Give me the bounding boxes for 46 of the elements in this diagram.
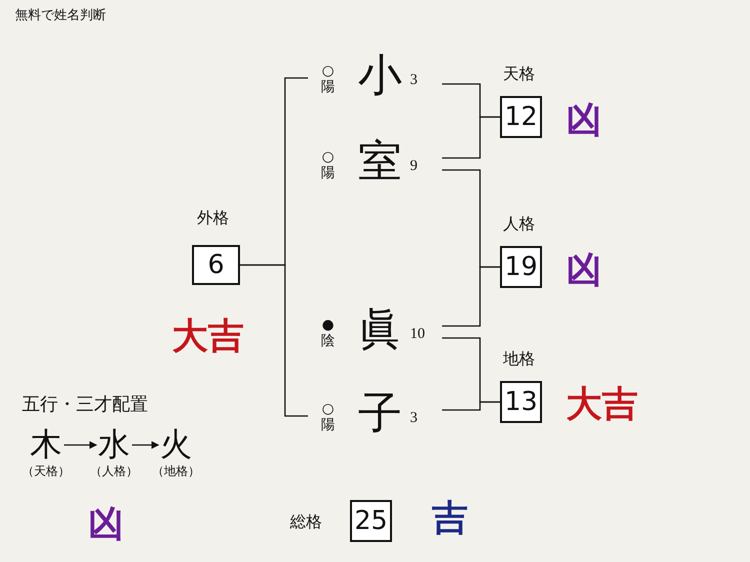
name-character: 子 [358,390,402,438]
name-character: 眞 [358,306,402,354]
yin-yang-label: 陽 [320,166,336,180]
element-caption: （地格） [151,463,201,480]
score-box: 25 [350,500,392,542]
bracket-line [442,116,500,159]
score-heading: 総格 [290,512,322,533]
element-caption: （天格） [21,463,71,480]
element-character: 水 [97,425,131,463]
fortune-text: 吉 [432,496,468,541]
stroke-count: 3 [410,410,418,427]
score-box: 12 [500,96,542,138]
score-heading: 外格 [197,208,229,229]
score-heading: 地格 [503,349,535,370]
yin-yang-label: 陽 [320,418,336,432]
score-box: 6 [192,245,240,285]
fortune-text: 大吉 [172,314,244,359]
page-title: 無料で姓名判断 [15,7,106,24]
arrow [132,441,160,449]
bracket-line [240,264,308,417]
yin-yang-mark: ○ [320,402,336,416]
yin-yang-label: 陰 [320,334,336,348]
yin-yang-label: 陽 [320,80,336,94]
fortune-text: 凶 [88,502,124,547]
arrow [64,441,98,449]
score-box: 13 [500,381,542,423]
name-character: 室 [358,138,402,186]
name-character: 小 [358,52,402,100]
fortune-text: 凶 [566,248,602,293]
bracket-line [442,401,500,411]
stroke-count: 10 [410,326,425,343]
fortune-text: 凶 [566,98,602,143]
yin-yang-mark: ○ [320,64,336,78]
bracket-line [442,266,500,327]
fortune-text: 大吉 [566,382,638,427]
section-heading: 五行・三才配置 [22,393,148,416]
element-caption: （人格） [89,463,139,480]
yin-yang-mark: ○ [320,150,336,164]
score-heading: 天格 [503,64,535,85]
score-box: 19 [500,246,542,288]
stroke-count: 9 [410,158,418,175]
yin-yang-mark: ● [320,318,336,332]
stroke-count: 3 [410,72,418,89]
element-character: 火 [159,425,193,463]
score-heading: 人格 [503,214,535,235]
element-character: 木 [29,425,63,463]
